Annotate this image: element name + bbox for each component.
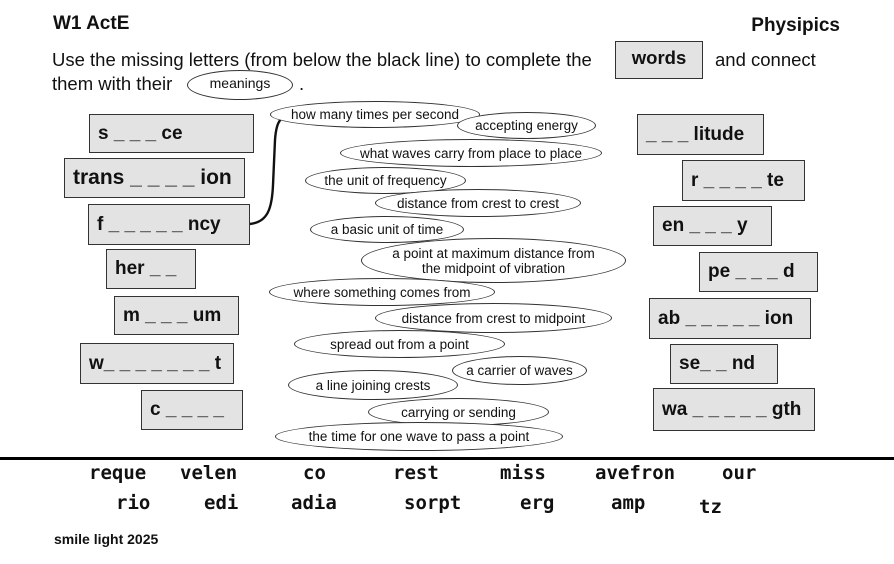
letter-fragment[interactable]: reque bbox=[89, 462, 147, 484]
meaning-oval[interactable]: distance from crest to midpoint bbox=[375, 303, 612, 333]
letter-fragment[interactable]: rio bbox=[116, 492, 151, 514]
instruction-text-part2: and connect bbox=[715, 49, 816, 70]
word-box-frequency[interactable]: f _ _ _ _ _ ncy bbox=[88, 204, 250, 245]
word-box-wavefront[interactable]: w_ _ _ _ _ _ _ t bbox=[80, 343, 234, 384]
instruction-text-part3: them with their bbox=[52, 73, 173, 94]
worksheet-title: W1 ActE bbox=[53, 13, 130, 34]
instruction-words-box: words bbox=[615, 41, 703, 79]
meaning-oval[interactable]: what waves carry from place to place bbox=[340, 139, 602, 167]
meaning-oval[interactable]: how many times per second bbox=[270, 101, 480, 128]
instruction-text-part1: Use the missing letters (from below the … bbox=[52, 49, 592, 70]
meaning-oval[interactable]: distance from crest to crest bbox=[375, 189, 581, 217]
word-box-period[interactable]: pe _ _ _ d bbox=[699, 252, 818, 292]
letter-fragment[interactable]: erg bbox=[520, 492, 555, 514]
word-box-medium[interactable]: m _ _ _ um bbox=[114, 296, 239, 335]
instruction-end-period: . bbox=[299, 73, 305, 94]
meaning-oval[interactable]: spread out from a point bbox=[294, 330, 505, 358]
letter-fragment[interactable]: miss bbox=[500, 462, 546, 484]
word-box-hertz[interactable]: her _ _ bbox=[106, 249, 196, 289]
word-box-source[interactable]: s _ _ _ ce bbox=[89, 114, 254, 153]
meaning-oval[interactable]: a point at maximum distance from the mid… bbox=[361, 238, 626, 283]
word-box-radiate[interactable]: r _ _ _ _ te bbox=[682, 160, 805, 201]
letter-fragment[interactable]: rest bbox=[393, 462, 439, 484]
word-box-second[interactable]: se_ _ nd bbox=[670, 344, 778, 384]
letter-fragment[interactable]: adia bbox=[291, 492, 337, 514]
word-box-crest[interactable]: c _ _ _ _ bbox=[141, 390, 243, 430]
black-divider-line bbox=[0, 457, 894, 460]
footer-credit: smile light 2025 bbox=[54, 531, 159, 547]
meaning-oval[interactable]: a carrier of waves bbox=[452, 356, 587, 385]
word-box-absorption[interactable]: ab _ _ _ _ _ ion bbox=[649, 298, 811, 339]
letter-fragment[interactable]: sorpt bbox=[404, 492, 462, 514]
letter-fragment[interactable]: avefron bbox=[595, 462, 676, 484]
letter-fragment[interactable]: amp bbox=[611, 492, 646, 514]
word-box-energy[interactable]: en _ _ _ y bbox=[653, 206, 772, 246]
word-box-transmission[interactable]: trans _ _ _ _ ion bbox=[64, 158, 245, 198]
instruction-meanings-oval: meanings bbox=[187, 70, 293, 100]
letter-fragment[interactable]: tz bbox=[699, 496, 722, 518]
meaning-oval[interactable]: a basic unit of time bbox=[310, 216, 464, 243]
letter-fragment[interactable]: edi bbox=[204, 492, 239, 514]
meaning-oval[interactable]: the time for one wave to pass a point bbox=[275, 422, 563, 451]
meaning-oval[interactable]: a line joining crests bbox=[288, 370, 458, 400]
meaning-oval[interactable]: accepting energy bbox=[457, 112, 596, 139]
worksheet-subject: Physipics bbox=[751, 15, 840, 36]
word-box-amplitude[interactable]: _ _ _ litude bbox=[637, 114, 764, 155]
letter-fragment[interactable]: velen bbox=[180, 462, 238, 484]
letter-fragment[interactable]: our bbox=[722, 462, 757, 484]
meaning-oval[interactable]: where something comes from bbox=[269, 278, 495, 306]
word-box-wavelength[interactable]: wa _ _ _ _ _ gth bbox=[653, 388, 815, 431]
letter-fragment[interactable]: co bbox=[303, 462, 326, 484]
